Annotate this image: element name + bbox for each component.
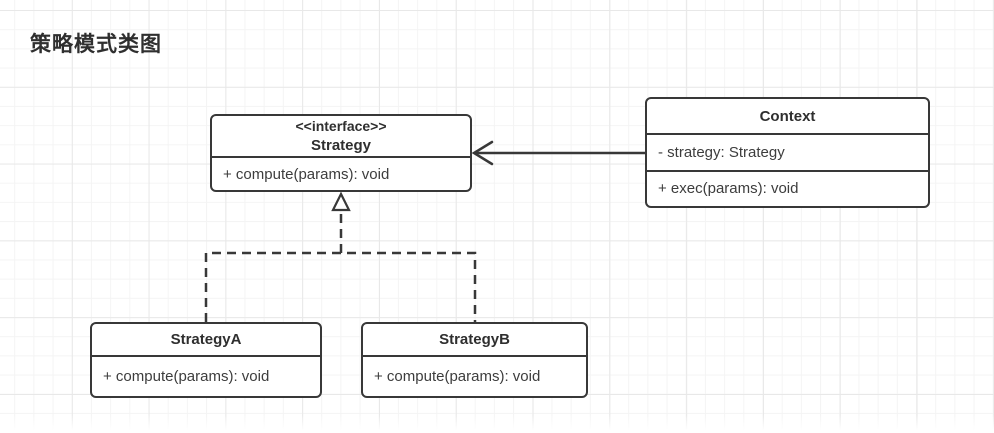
- class-box-strategy-a[interactable]: StrategyA + compute(params): void: [90, 322, 322, 398]
- hollow-triangle-arrowhead: [331, 191, 351, 212]
- realization-arrow-strategies-to-strategy[interactable]: [204, 191, 477, 322]
- class-name: Strategy: [310, 137, 372, 154]
- class-box-strategy-b[interactable]: StrategyB + compute(params): void: [361, 322, 588, 398]
- class-name: StrategyA: [170, 331, 242, 348]
- class-box-context[interactable]: Context - strategy: Strategy + exec(para…: [645, 97, 930, 208]
- open-arrowhead: [471, 140, 494, 166]
- class-box-strategy-interface[interactable]: <<interface>> Strategy + compute(params)…: [210, 114, 472, 192]
- class-attribute: - strategy: Strategy: [647, 133, 928, 170]
- class-stereotype: <<interface>>: [295, 118, 387, 134]
- class-method: + exec(params): void: [647, 169, 928, 207]
- class-name: Context: [759, 107, 816, 125]
- class-method: + compute(params): void: [212, 156, 470, 190]
- class-name: StrategyB: [439, 331, 510, 348]
- class-method: + compute(params): void: [92, 355, 320, 396]
- diagram-title: 策略模式类图: [30, 33, 162, 56]
- class-method: + compute(params): void: [363, 355, 586, 396]
- association-arrow-context-to-strategy[interactable]: [471, 140, 645, 166]
- class-header: <<interface>> Strategy: [212, 116, 470, 156]
